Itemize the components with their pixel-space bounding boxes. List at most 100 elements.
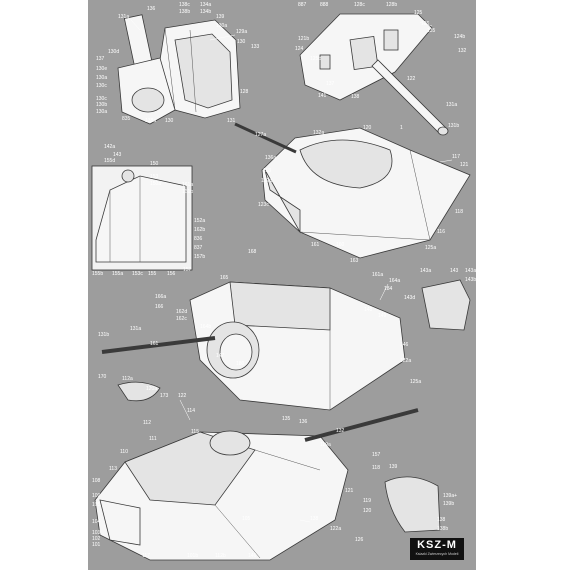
part-number-label: 112b	[215, 553, 226, 559]
part-number-label: 1	[400, 125, 403, 131]
part-number-label: 118	[372, 465, 380, 471]
part-number-label: 125a	[425, 245, 436, 251]
part-number-label: 113	[109, 466, 117, 472]
part-number-label: 136	[147, 6, 156, 12]
part-number-label: 119	[363, 498, 371, 504]
part-number-label: 101b	[187, 553, 198, 559]
part-number-label: 130c	[96, 83, 107, 89]
part-number-label: 130c	[96, 96, 107, 102]
part-number-label: 124	[295, 46, 304, 52]
part-number-label: 143d	[404, 295, 415, 301]
part-number-label: 132	[458, 48, 467, 54]
part-number-label: 120	[363, 508, 372, 514]
part-number-label: 153	[150, 174, 159, 180]
part-number-label: 138b	[179, 9, 190, 15]
part-number-label: 135	[427, 28, 436, 34]
part-number-label: 122d	[261, 178, 272, 184]
part-number-label: 118	[455, 209, 463, 215]
part-number-label: 164b	[200, 324, 211, 330]
part-number-label: 135	[282, 416, 291, 422]
part-number-label: 116	[437, 229, 445, 235]
part-number-label: 136	[299, 419, 308, 425]
part-number-label: 134b	[200, 9, 211, 15]
part-number-label: 108	[92, 478, 101, 484]
part-number-label: 147	[216, 353, 225, 359]
turret-roof-part	[299, 13, 449, 136]
part-number-label: 138a	[145, 118, 156, 124]
part-number-label: 128b	[386, 2, 397, 8]
part-number-label: 125a	[410, 379, 421, 385]
part-number-label: 118	[263, 168, 271, 174]
part-number-label: 130a	[96, 75, 107, 81]
part-number-label: 152a	[194, 218, 205, 224]
part-number-label: 888	[320, 2, 329, 8]
part-number-label: 180	[236, 361, 245, 367]
part-number-label: 146	[248, 553, 257, 559]
part-number-label: 161	[150, 341, 159, 347]
part-number-label: 162d	[176, 309, 187, 315]
part-number-label: 131	[227, 118, 236, 124]
part-number-label: 137	[326, 81, 335, 87]
part-number-label: 112	[143, 420, 151, 426]
part-number-label: 134a	[200, 2, 211, 8]
part-number-label: 837	[194, 245, 203, 251]
part-number-label: 143	[450, 268, 459, 274]
part-number-label: 835	[122, 116, 131, 122]
part-number-label: 130	[237, 39, 246, 45]
part-number-label: 121	[345, 488, 354, 494]
part-number-label: 138	[310, 516, 319, 522]
part-number-label: 122a	[400, 358, 411, 364]
part-number-label: 141	[318, 93, 327, 99]
part-number-label: 136a	[265, 155, 276, 161]
part-number-label: 132a	[313, 130, 324, 136]
inset-detail-part	[91, 165, 193, 271]
part-number-label: 166	[155, 304, 164, 310]
part-number-label: 164a	[389, 278, 400, 284]
part-number-label: 122	[407, 76, 416, 82]
part-number-label: 166a	[155, 294, 166, 300]
part-number-label: 168	[248, 249, 257, 255]
part-number-label: 887	[298, 2, 307, 8]
part-number-label: 132	[336, 428, 345, 434]
part-number-label: 139	[389, 464, 398, 470]
part-number-label: 149	[378, 313, 387, 319]
part-number-label: 143b	[465, 277, 476, 283]
part-number-label: 121	[460, 162, 469, 168]
part-number-label: 115	[191, 429, 199, 435]
part-number-label: 131a	[118, 14, 129, 20]
part-number-label: 161a	[372, 272, 383, 278]
part-number-label: 130a	[216, 23, 227, 29]
part-number-label: 138b	[437, 526, 448, 532]
part-number-label: 155	[148, 271, 157, 277]
part-number-label: 105	[242, 516, 251, 522]
part-number-label: 109	[92, 493, 101, 499]
part-number-label: 103	[92, 530, 101, 536]
part-number-label: 131a	[446, 102, 457, 108]
part-number-label: 157b	[194, 254, 205, 260]
part-number-label: 126	[355, 537, 364, 543]
part-number-label: 150a	[150, 181, 161, 187]
part-number-label: 150	[150, 161, 159, 167]
brand-logo: KSZ-M Ksiazki Zwierzecych Modeli	[410, 538, 464, 560]
part-number-label: 123c	[258, 202, 269, 208]
part-number-label: 139b	[443, 501, 454, 507]
part-number-label: 117	[142, 553, 150, 559]
part-number-label: 153c	[132, 271, 143, 277]
part-number-label: 122a	[330, 526, 341, 532]
part-number-label: 155d	[104, 158, 115, 164]
hull-upper-part	[101, 279, 471, 411]
part-number-label: 121b	[298, 36, 309, 42]
part-number-label: 155a	[112, 271, 123, 277]
part-number-label: 130b	[96, 102, 107, 108]
part-number-label: 173	[160, 393, 169, 399]
part-number-label: 130	[165, 118, 174, 124]
part-number-label: 143a+	[465, 268, 476, 274]
part-number-label: 170	[98, 374, 107, 380]
part-number-label: 184	[384, 286, 393, 292]
part-number-label: 101	[92, 542, 101, 548]
part-number-label: 157	[183, 267, 192, 273]
part-number-label: 138	[437, 517, 446, 523]
part-number-label: 139a+	[443, 493, 457, 499]
